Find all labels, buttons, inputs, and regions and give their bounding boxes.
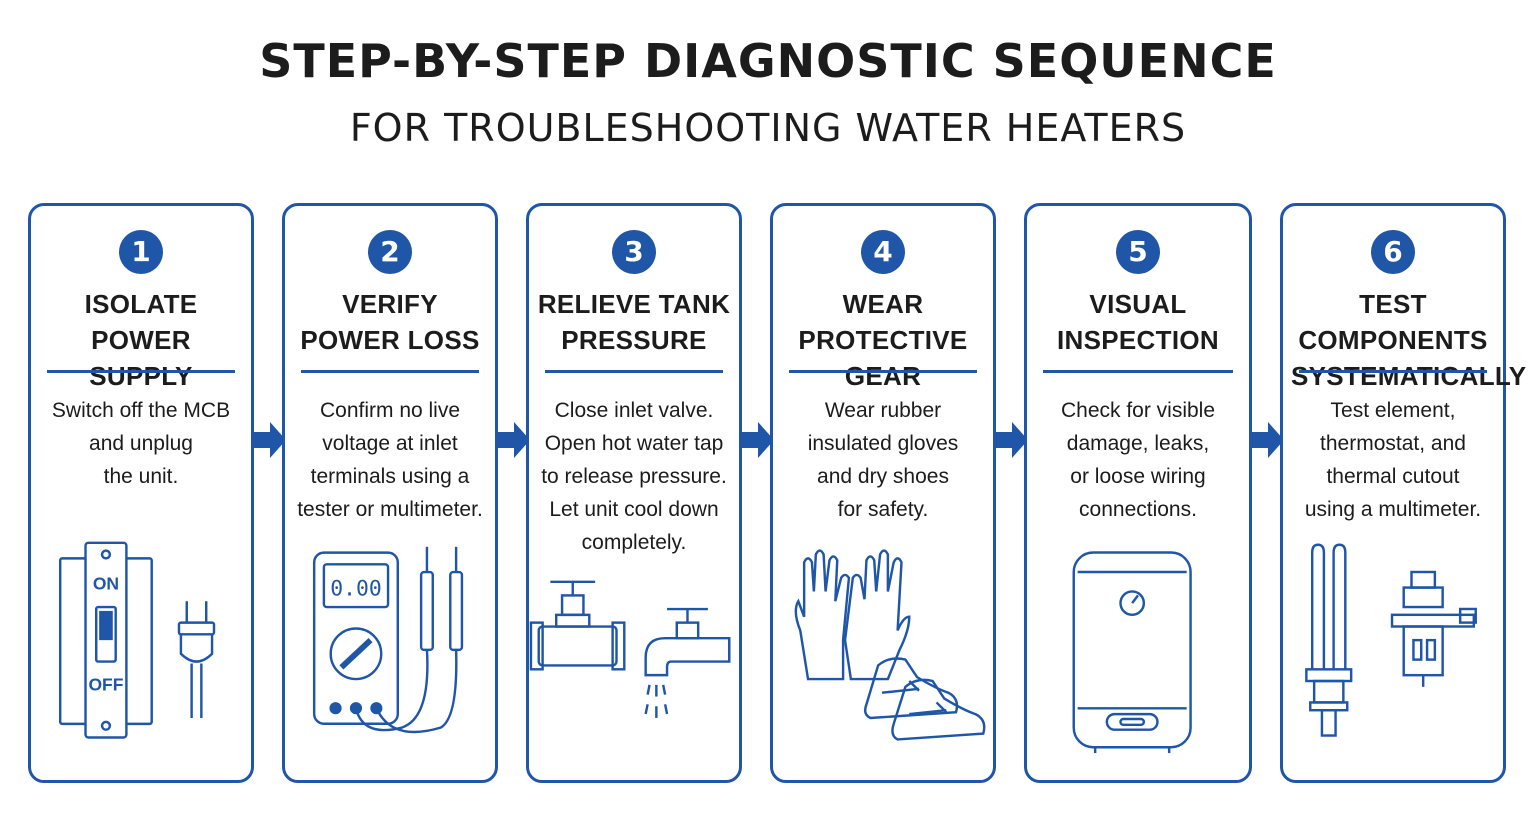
page-subtitle: FOR TROUBLESHOOTING WATER HEATERS: [349, 106, 1187, 150]
arrow-icon: [254, 422, 286, 458]
arrow-icon: [742, 422, 774, 458]
page-title: STEP-BY-STEP DIAGNOSTIC SEQUENCE: [259, 34, 1277, 88]
description-line: damage, leaks,: [1066, 432, 1210, 455]
step-card-2: 2 VERIFY POWER LOSS Confirm no live volt…: [282, 203, 498, 783]
step-card-3: 3 RELIEVE TANK PRESSURE Close inlet valv…: [526, 203, 742, 783]
description-line: Test element,: [1330, 399, 1456, 422]
divider: [545, 370, 723, 373]
arrow-icon: [498, 422, 530, 458]
arrow-icon: [996, 422, 1028, 458]
step-title-line: PRESSURE: [561, 325, 707, 355]
switch-off-label: OFF: [88, 675, 123, 695]
description-line: voltage at inlet: [322, 432, 458, 455]
step-card-1: 1 ISOLATE POWER SUPPLY Switch off the MC…: [28, 203, 254, 783]
switch-on-label: ON: [93, 574, 119, 594]
description-line: connections.: [1079, 498, 1197, 521]
step-number-badge: 4: [861, 230, 905, 274]
step-title: WEAR PROTECTIVE GEAR: [781, 286, 985, 394]
step-number-badge: 2: [368, 230, 412, 274]
description-line: Check for visible: [1060, 399, 1216, 422]
description-line: and dry shoes: [817, 465, 949, 488]
description-line: Wear rubber: [824, 399, 942, 422]
step-description: Close inlet valve. Open hot water tap to…: [539, 394, 729, 559]
step-title: TEST COMPONENTS SYSTEMATICALLY: [1291, 286, 1527, 394]
description-line: tester or multimeter.: [297, 498, 483, 521]
step-number-badge: 6: [1371, 230, 1415, 274]
step-title-line: PROTECTIVE GEAR: [798, 325, 968, 391]
gloves-icon: [794, 549, 911, 681]
description-line: insulated gloves: [807, 432, 959, 455]
step-title-line: INSPECTION: [1057, 325, 1219, 355]
step-title-line: VERIFY: [342, 289, 438, 319]
description-line: Open hot water tap: [544, 432, 724, 455]
divider: [1043, 370, 1233, 373]
multimeter-icon: 0.00: [312, 551, 399, 725]
step-description: Check for visible damage, leaks, or loos…: [1037, 394, 1239, 526]
description-line: Let unit cool down: [549, 498, 719, 521]
step-title-line: TEST COMPONENTS: [1298, 289, 1488, 355]
description-line: Close inlet valve.: [554, 399, 714, 422]
faucet-icon: [644, 607, 731, 718]
shoes-icon: [863, 657, 986, 741]
step-number-badge: 1: [119, 230, 163, 274]
description-line: for safety.: [837, 498, 929, 521]
step-title: ISOLATE POWER SUPPLY: [39, 286, 243, 394]
step-title: RELIEVE TANK PRESSURE: [537, 286, 731, 358]
description-line: completely.: [581, 531, 687, 554]
step-illustration: 0.00: [285, 530, 495, 760]
step-card-6: 6 TEST COMPONENTS SYSTEMATICALLY Test el…: [1280, 203, 1527, 783]
description-line: Switch off the MCB: [51, 399, 231, 422]
description-line: and unplug: [89, 432, 193, 455]
step-illustration: [773, 530, 993, 760]
breaker-switch-icon: ON OFF: [58, 541, 153, 739]
description-line: Confirm no live: [319, 399, 461, 422]
step-title-line: RELIEVE TANK: [537, 289, 731, 319]
step-card-5: 5 VISUAL INSPECTION Check for visible da…: [1024, 203, 1252, 783]
description-line: thermal cutout: [1326, 465, 1460, 488]
valve-icon: [529, 580, 626, 671]
step-title-line: POWER LOSS: [300, 325, 480, 355]
meter-reading: 0.00: [330, 576, 381, 601]
description-line: the unit.: [103, 465, 179, 488]
step-number-badge: 5: [1116, 230, 1160, 274]
divider: [1299, 370, 1487, 373]
description-line: to release pressure.: [541, 465, 727, 488]
arrow-icon: [1252, 422, 1284, 458]
step-card-4: 4 WEAR PROTECTIVE GEAR Wear rubber insul…: [770, 203, 996, 783]
divider: [789, 370, 977, 373]
step-illustration: [529, 530, 739, 760]
step-title-line: WEAR: [842, 289, 924, 319]
step-title-line: VISUAL: [1089, 289, 1187, 319]
step-title-line: SYSTEMATICALLY: [1291, 361, 1527, 391]
divider: [301, 370, 479, 373]
plug-icon: [177, 601, 216, 719]
step-title-line: ISOLATE: [84, 289, 198, 319]
step-description: Wear rubber insulated gloves and dry sho…: [783, 394, 983, 526]
step-description: Confirm no live voltage at inlet termina…: [295, 394, 485, 526]
step-description: Test element, thermostat, and thermal cu…: [1293, 394, 1493, 526]
test-probes-icon: [354, 546, 464, 734]
description-line: terminals using a: [310, 465, 470, 488]
heating-element-icon: [1305, 543, 1353, 737]
divider: [47, 370, 235, 373]
step-description: Switch off the MCB and unplug the unit.: [41, 394, 241, 493]
step-illustration: ON OFF: [31, 530, 251, 760]
thermal-cutout-icon: [1390, 570, 1477, 687]
step-title-line: POWER SUPPLY: [89, 325, 193, 391]
description-line: or loose wiring: [1070, 465, 1206, 488]
step-number-badge: 3: [612, 230, 656, 274]
step-illustration: [1027, 530, 1249, 760]
step-title: VISUAL INSPECTION: [1035, 286, 1241, 358]
water-heater-icon: [1072, 551, 1192, 754]
description-line: using a multimeter.: [1304, 498, 1482, 521]
description-line: thermostat, and: [1320, 432, 1466, 455]
step-illustration: [1283, 530, 1503, 760]
step-title: VERIFY POWER LOSS: [293, 286, 487, 358]
